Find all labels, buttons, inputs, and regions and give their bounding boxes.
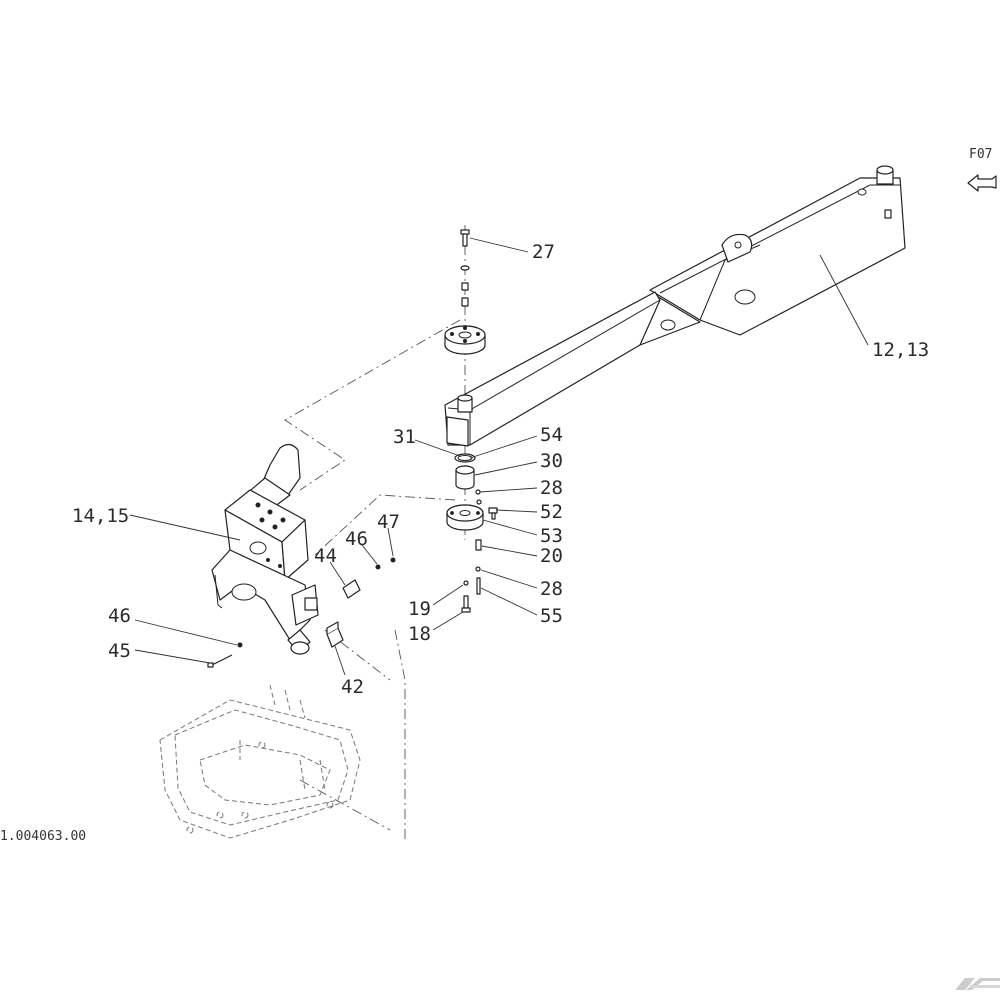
bolt-18-19: [461, 580, 471, 613]
bushing-30: [455, 465, 475, 490]
brand-logo-icon: [955, 978, 1000, 990]
mounting-bracket-part: [211, 443, 319, 655]
leader-lines: [129, 237, 869, 676]
left-arrow-icon[interactable]: [967, 174, 997, 192]
assembly-centerlines: [284, 225, 466, 840]
callout-30: 30: [540, 450, 563, 472]
callout-45: 45: [108, 640, 131, 662]
callout-42: 42: [341, 676, 364, 698]
callout-47: 47: [377, 511, 400, 533]
callout-44: 44: [314, 545, 337, 567]
callout-46-lower: 46: [108, 605, 131, 627]
callout-12-13: 12,13: [872, 339, 929, 361]
page-ref-label[interactable]: F07: [969, 147, 992, 162]
small-fasteners: [475, 489, 498, 520]
callout-28-lower: 28: [540, 578, 563, 600]
callout-labels: 27 12,13 31 54 30 28 52 53 20 28 55 19 1…: [72, 241, 929, 698]
callout-28-upper: 28: [540, 477, 563, 499]
bolt-45: [207, 654, 233, 668]
callout-19: 19: [408, 598, 431, 620]
frame-outline-ghost: [159, 684, 361, 839]
lower-flange-53: [446, 504, 484, 531]
page-reference[interactable]: F07: [967, 147, 997, 192]
top-flange-part: [444, 325, 486, 355]
callout-53: 53: [540, 525, 563, 547]
pin-20: [475, 539, 482, 595]
callout-55: 55: [540, 605, 563, 627]
pad-42: [326, 621, 344, 648]
callout-54: 54: [540, 424, 563, 446]
callout-31: 31: [393, 426, 416, 448]
washer-46-47: [237, 557, 396, 648]
main-beam-part: [444, 165, 906, 447]
callout-20: 20: [540, 545, 563, 567]
callout-52: 52: [540, 501, 563, 523]
callout-18: 18: [408, 623, 431, 645]
drawing-number: 1.004063.00: [0, 829, 86, 844]
callout-14-15: 14,15: [72, 505, 129, 527]
bolt-27: [460, 229, 470, 307]
callout-27: 27: [532, 241, 555, 263]
callout-46-upper: 46: [345, 528, 368, 550]
plate-44: [342, 579, 361, 599]
